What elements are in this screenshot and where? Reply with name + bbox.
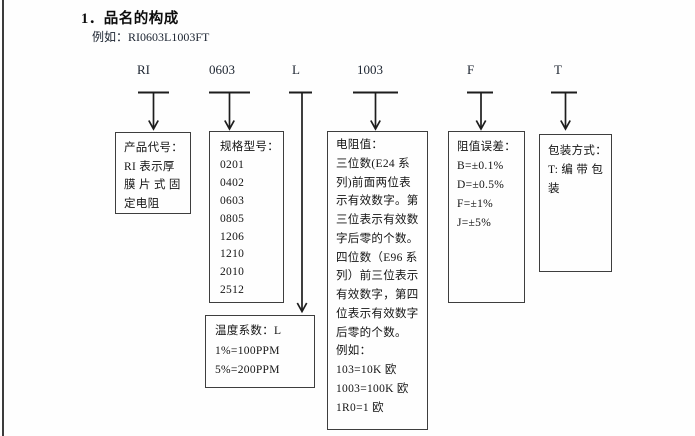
down-arrow-f: [467, 91, 493, 131]
box-product-code: 产品代号： RI 表示厚膜 片 式 固定电阻: [115, 132, 191, 214]
text-line: 三位数(E24 系: [336, 157, 410, 170]
box-packaging: 包装方式： T: 编 带 包装: [539, 134, 612, 272]
down-arrow-t: [551, 91, 577, 131]
text-line: 0805: [220, 212, 245, 225]
text-line: 温度系数：L: [215, 325, 282, 337]
segment-code-0603: 0603: [209, 62, 235, 77]
down-arrow-ri: [138, 91, 169, 131]
text-line: B=±0.1%: [457, 160, 504, 172]
text-line: F=±1%: [457, 198, 494, 210]
text-line: 列）前三位表示: [336, 270, 419, 283]
text-line: 规格型号：: [220, 141, 279, 153]
text-line: T: 编 带 包: [548, 164, 604, 176]
text-line: 后零的个数。: [336, 326, 407, 339]
text-line: 5%=200PPM: [215, 364, 280, 376]
text-line: 产品代号：: [124, 142, 183, 154]
text-line: 三位表示有效数: [336, 214, 419, 226]
text-line: RI 表示厚: [124, 160, 175, 173]
text-line: 1210: [220, 248, 245, 261]
segment-code-l: L: [292, 62, 300, 77]
segment-code-ri: RI: [137, 62, 150, 77]
box-resistance-value: 电阻值： 三位数(E24 系列)前面两位表示有效数字。第三位表示有效数字后零的个数…: [327, 131, 428, 430]
text-line: 定电阻: [124, 197, 160, 210]
text-line: 2512: [220, 284, 245, 297]
text-line: 字后零的个数。: [336, 232, 419, 245]
text-line: 103=10K 欧: [336, 364, 397, 376]
text-line: 四位数（E96 系: [336, 251, 418, 264]
arrow-head-icon: [560, 120, 571, 131]
text-line: 例如：: [336, 345, 372, 358]
text-line: 包装方式：: [548, 145, 607, 157]
arrow-head-icon: [370, 120, 381, 131]
segment-code-f: F: [467, 62, 475, 77]
text-line: 1003=100K 欧: [336, 382, 409, 395]
text-line: 0402: [220, 176, 245, 189]
arrow-head-icon: [224, 120, 235, 131]
text-line: 阻值误差：: [457, 141, 516, 153]
text-line: 电阻值：: [336, 139, 384, 151]
text-line: 0201: [220, 158, 245, 171]
down-arrow-l: [289, 91, 312, 314]
text-line: 有效数字，第四: [336, 289, 419, 301]
down-arrow-0603: [209, 91, 250, 131]
text-line: D=±0.5%: [457, 179, 505, 191]
page-left-border: [2, 0, 4, 436]
text-line: 2010: [220, 266, 245, 279]
text-line: 位表示有效数字: [336, 307, 419, 320]
box-temperature-coefficient: 温度系数：L 1%=100PPM 5%=200PPM: [205, 315, 315, 388]
text-line: 列)前面两位表: [336, 176, 411, 189]
text-line: 膜 片 式 固: [124, 179, 181, 191]
down-arrow-1003: [353, 91, 398, 131]
arrow-head-icon: [148, 120, 159, 131]
text-line: 0603: [220, 194, 245, 207]
box-tolerance: 阻值误差： B=±0.1% D=±0.5% F=±1% J=±5%: [448, 131, 525, 303]
text-line: 装: [548, 183, 560, 195]
text-line: 1R0=1 欧: [336, 401, 384, 414]
box-spec-model: 规格型号： 0201 0402 0603 0805 1206 1210 2010 2512: [209, 131, 284, 303]
arrow-head-icon: [296, 302, 308, 314]
text-line: 1%=100PPM: [215, 344, 280, 357]
text-line: 1206: [220, 230, 245, 243]
section-title: 1．品名的构成: [81, 11, 179, 27]
example-part-number: 例如：RI0603L1003FT: [92, 30, 210, 44]
segment-code-t: T: [554, 62, 562, 77]
segment-code-1003: 1003: [357, 62, 383, 77]
text-line: J=±5%: [457, 217, 492, 229]
arrow-head-icon: [475, 120, 487, 131]
text-line: 示有效数字。第: [336, 195, 419, 208]
